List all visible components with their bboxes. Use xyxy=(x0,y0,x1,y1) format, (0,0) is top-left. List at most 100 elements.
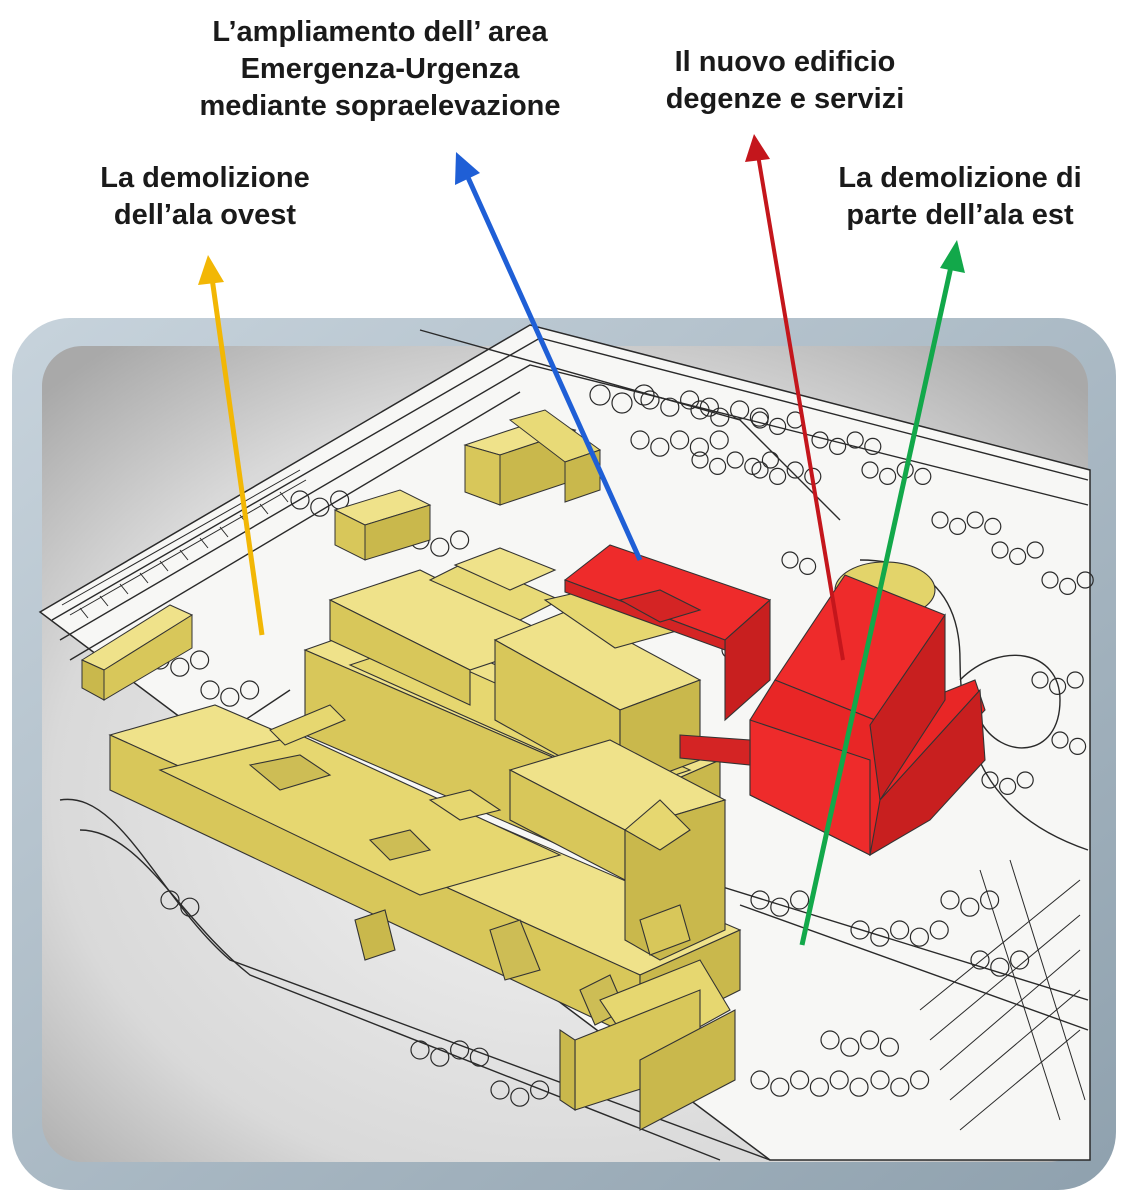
tree-circle xyxy=(1068,737,1087,756)
tree-circle xyxy=(200,680,220,700)
tree-circle xyxy=(529,1080,550,1100)
tree-circle xyxy=(849,1077,869,1097)
tree-circle xyxy=(751,411,769,429)
tree-circle xyxy=(679,390,700,410)
tree-circle xyxy=(1058,577,1077,596)
emergency-expansion-red xyxy=(563,544,772,722)
tree-circle xyxy=(490,1080,510,1100)
tree-circle xyxy=(878,467,897,485)
label-line: mediante sopraelevazione xyxy=(199,90,561,122)
tree-circle xyxy=(829,1070,849,1090)
label-line: dell’ala ovest xyxy=(113,199,297,231)
tree-circle xyxy=(430,1047,450,1067)
tree-circle xyxy=(1048,677,1067,696)
tree-circle xyxy=(990,957,1010,977)
label-line: degenze e servizi xyxy=(665,83,905,115)
tree-circle xyxy=(410,1040,430,1060)
tree-circle xyxy=(789,1070,810,1090)
tree-circle xyxy=(981,771,999,789)
tree-circle xyxy=(889,920,910,940)
tree-circle xyxy=(749,407,770,427)
tree-circle xyxy=(290,490,310,510)
tree-circle xyxy=(789,890,810,910)
tree-circle xyxy=(859,1030,880,1050)
tree-circle xyxy=(850,920,870,940)
tree-circle xyxy=(820,1030,840,1050)
parking-strips xyxy=(61,469,1086,1131)
tree-circle xyxy=(998,777,1017,796)
tree-circle xyxy=(729,400,750,420)
tree-circle xyxy=(450,530,470,550)
tree-circle xyxy=(750,890,770,910)
label-line: Il nuovo edificio xyxy=(674,46,896,78)
label-east-demolition: La demolizione di parte dell’ala est xyxy=(810,160,1110,234)
tree-circle xyxy=(914,467,932,485)
tree-circle xyxy=(690,400,710,420)
tree-circle xyxy=(960,897,980,917)
tree-circle xyxy=(781,551,799,569)
tree-circle xyxy=(699,397,720,417)
tree-circle xyxy=(1076,571,1094,589)
tree-circle xyxy=(1066,671,1084,689)
tree-circle xyxy=(786,461,804,479)
tree-circle xyxy=(220,687,240,707)
new-building-red xyxy=(679,561,986,857)
tree-circle xyxy=(768,417,787,435)
tree-circle xyxy=(510,1087,530,1107)
label-emergency-expansion: L’ampliamento dell’ area Emergenza-Urgen… xyxy=(170,14,590,125)
tree-circle xyxy=(669,430,690,450)
tree-circle xyxy=(770,1077,790,1097)
label-line: L’ampliamento dell’ area xyxy=(212,16,548,48)
tree-circle xyxy=(633,384,655,406)
tree-circle xyxy=(1026,541,1044,559)
tree-circle xyxy=(879,1037,900,1057)
tree-circle xyxy=(798,557,817,576)
tree-circle xyxy=(1016,771,1034,789)
tree-circle xyxy=(630,430,650,450)
tree-circle xyxy=(768,467,787,485)
tree-circle xyxy=(809,1077,830,1097)
tree-circle xyxy=(761,451,780,469)
tree-circle xyxy=(1009,950,1030,970)
tree-circle xyxy=(861,461,879,479)
tree-circle xyxy=(1051,731,1069,749)
tree-circle xyxy=(979,890,1000,910)
tree-circle xyxy=(870,927,890,947)
tree-circle xyxy=(650,437,670,457)
tree-circle xyxy=(450,1040,470,1060)
arrow-east-demolition xyxy=(799,240,965,946)
arrow-west-demolition xyxy=(198,255,265,636)
tree-circle xyxy=(1031,671,1049,689)
tree-circle xyxy=(970,950,990,970)
tree-circle xyxy=(840,1037,860,1057)
tree-circle xyxy=(890,1077,910,1097)
arrow-new-building xyxy=(745,134,845,661)
tree-circle xyxy=(611,392,633,414)
tree-circle xyxy=(770,897,790,917)
tree-circle xyxy=(966,511,984,529)
tree-circle xyxy=(811,431,829,449)
main-hospital-complex xyxy=(108,547,742,1131)
label-line: La demolizione di xyxy=(838,162,1082,194)
tree-circle xyxy=(726,451,744,469)
tree-circle xyxy=(948,517,967,536)
tree-circle xyxy=(190,650,210,670)
tree-circle xyxy=(160,890,180,910)
tree-circle xyxy=(751,461,769,479)
tree-circle xyxy=(710,407,730,427)
label-west-demolition: La demolizione dell’ala ovest xyxy=(70,160,340,234)
tree-circle xyxy=(708,457,727,475)
arrow-emergency-expansion xyxy=(455,152,643,562)
tree-circle xyxy=(640,390,660,410)
tree-circle xyxy=(991,541,1009,559)
label-line: Emergenza-Urgenza xyxy=(240,53,520,85)
west-wing-building xyxy=(80,604,194,701)
tree-circle xyxy=(170,657,190,677)
tree-circle xyxy=(691,451,709,469)
tree-circle xyxy=(240,680,260,700)
label-line: La demolizione xyxy=(100,162,310,194)
tree-circle xyxy=(909,1070,930,1090)
tree-circle xyxy=(660,397,680,417)
tree-circle xyxy=(931,511,949,529)
